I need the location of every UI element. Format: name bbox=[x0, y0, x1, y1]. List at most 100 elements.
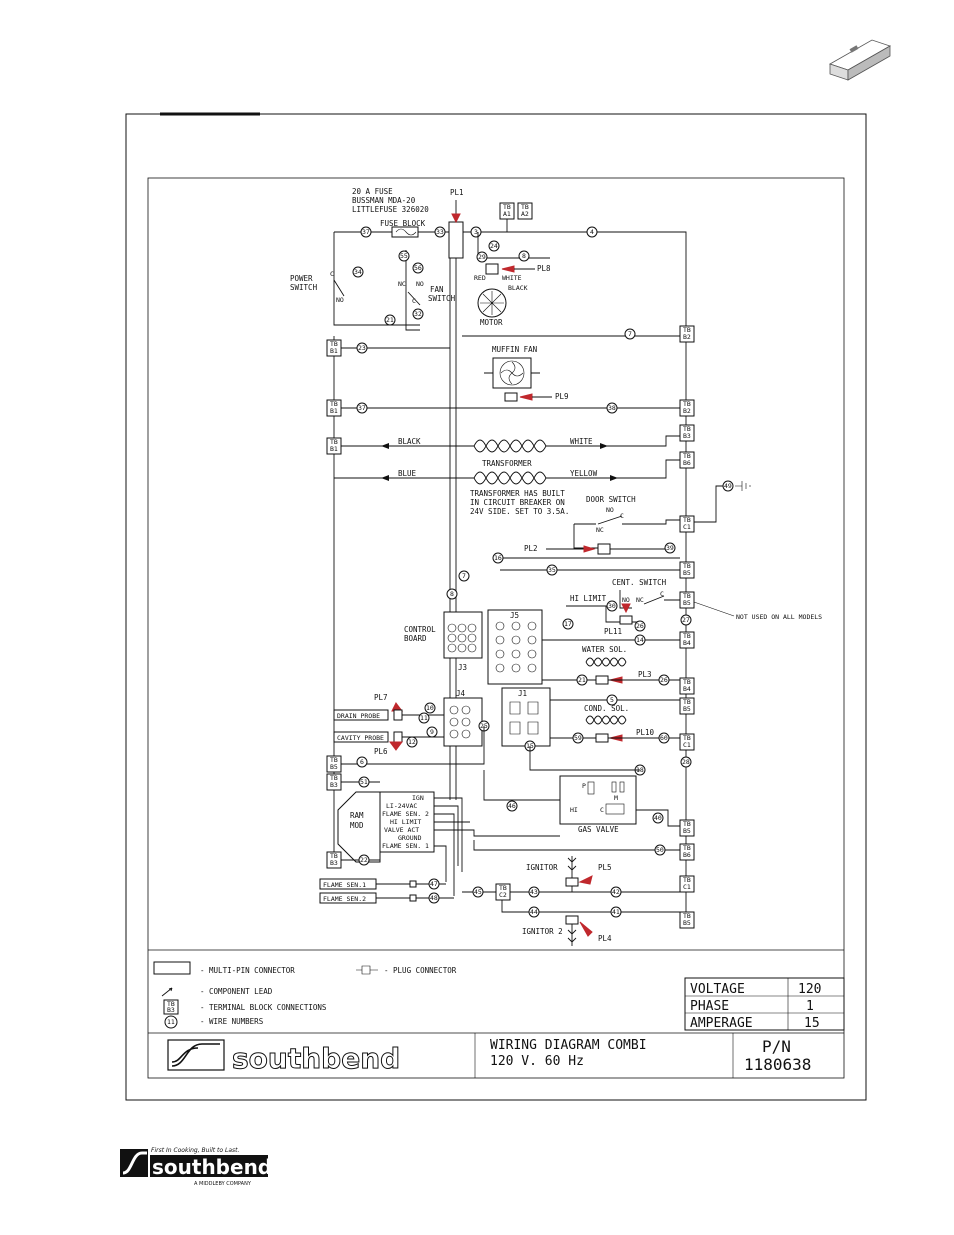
wire-number-21b: 21 bbox=[576, 674, 588, 686]
svg-text:TB: TB bbox=[683, 452, 691, 460]
svg-text:DRAIN PROBE: DRAIN PROBE bbox=[337, 712, 380, 720]
wire-number-59: 59 bbox=[572, 732, 584, 744]
wire-number-53: 22 bbox=[358, 854, 370, 866]
svg-text:32: 32 bbox=[414, 310, 422, 318]
title-brand: southbend bbox=[232, 1042, 400, 1075]
drawing-frame bbox=[147, 177, 845, 1079]
wire-color-white: WHITE bbox=[502, 274, 522, 282]
terminal-c1-b: TB C1 bbox=[679, 733, 695, 751]
wire-number-56: 56 bbox=[412, 262, 424, 274]
pl8-label: PL8 bbox=[537, 264, 551, 273]
terminal-b3-c: TB B3 bbox=[326, 851, 342, 869]
j5-label: J5 bbox=[510, 611, 519, 620]
terminal-b5-c: TB B5 bbox=[679, 697, 695, 715]
hi-limit-label: HI LIMIT bbox=[570, 594, 607, 603]
svg-text:TB: TB bbox=[330, 340, 338, 348]
svg-text:B3: B3 bbox=[330, 781, 338, 789]
wire-number-26: 26 bbox=[634, 620, 646, 632]
svg-text:B5: B5 bbox=[683, 827, 691, 835]
svg-text:TB: TB bbox=[683, 326, 691, 334]
legend: - MULTI-PIN CONNECTOR - PLUG CONNECTOR -… bbox=[153, 961, 457, 1029]
legend-wire-numbers: - WIRE NUMBERS bbox=[200, 1017, 264, 1026]
wire-number-42: 42 bbox=[610, 886, 622, 898]
svg-text:34: 34 bbox=[354, 268, 362, 276]
pl6-connector bbox=[393, 731, 403, 743]
door-switch-nc: NC bbox=[596, 526, 604, 534]
svg-text:B3: B3 bbox=[167, 1006, 175, 1014]
svg-text:TB: TB bbox=[683, 912, 691, 920]
wire-number-43: 43 bbox=[528, 886, 540, 898]
svg-text:B4: B4 bbox=[683, 685, 691, 693]
ignitor2-label: IGNITOR 2 bbox=[522, 927, 563, 936]
wire-number-32: 32 bbox=[412, 308, 424, 320]
wire-number-49: 49 bbox=[722, 480, 734, 492]
footer-tagline: First In Cooking, Built to Last. bbox=[151, 1147, 239, 1154]
svg-text:B5: B5 bbox=[330, 763, 338, 771]
pl7-label: PL7 bbox=[374, 693, 388, 702]
wire-number-9: 9 bbox=[426, 726, 438, 738]
ram-mod-label2: MOD bbox=[350, 821, 364, 830]
svg-text:37: 37 bbox=[362, 228, 370, 236]
svg-text:26: 26 bbox=[660, 676, 668, 684]
svg-text:TB: TB bbox=[683, 516, 691, 524]
wire-number-29: 29 bbox=[476, 251, 488, 263]
gas-valve-label: GAS VALVE bbox=[578, 825, 619, 834]
terminal-b2-b: TB B2 bbox=[679, 399, 695, 417]
southbend-logo: southbend bbox=[167, 1039, 401, 1076]
svg-text:B3: B3 bbox=[683, 432, 691, 440]
cent-switch-no: NO bbox=[622, 596, 630, 604]
wire-color-black: BLACK bbox=[508, 284, 528, 292]
svg-text:11: 11 bbox=[167, 1018, 175, 1026]
wire-number-5: 5 bbox=[606, 694, 618, 706]
svg-text:B3: B3 bbox=[330, 859, 338, 867]
svg-text:33: 33 bbox=[436, 228, 444, 236]
muffin-fan: MUFFIN FAN bbox=[484, 345, 540, 389]
legend-terminal-symbol: TB B3 bbox=[163, 999, 179, 1015]
wire-number-39: 39 bbox=[664, 542, 676, 554]
svg-text:HI LIMIT: HI LIMIT bbox=[390, 818, 421, 826]
pl7-connector bbox=[393, 709, 403, 721]
wire-number-10: 10 bbox=[424, 702, 436, 714]
svg-text:B5: B5 bbox=[683, 919, 691, 927]
svg-text:TB: TB bbox=[683, 592, 691, 600]
svg-text:9: 9 bbox=[430, 728, 434, 736]
pl11-connector bbox=[619, 615, 633, 625]
pl10-connector bbox=[595, 733, 609, 743]
pl3-connector bbox=[595, 675, 609, 685]
j1-label: J1 bbox=[518, 689, 527, 698]
wire-number-26b: 26 bbox=[658, 674, 670, 686]
svg-text:46: 46 bbox=[508, 802, 516, 810]
svg-text:B4: B4 bbox=[683, 639, 691, 647]
fan-switch-nc: NC bbox=[398, 280, 406, 288]
j3-label: J3 bbox=[458, 663, 467, 672]
svg-text:TB: TB bbox=[521, 203, 529, 211]
terminal-b5-f: TB B5 bbox=[679, 911, 695, 929]
svg-text:FLAME SEN.1: FLAME SEN.1 bbox=[323, 881, 366, 889]
svg-text:B2: B2 bbox=[683, 333, 691, 341]
legend-plug-symbol bbox=[356, 965, 378, 975]
svg-text:6: 6 bbox=[360, 758, 364, 766]
transformer: TRANSFORMER bbox=[473, 439, 547, 485]
footer-brand: southbend bbox=[152, 1155, 270, 1179]
cond-sol-label: COND. SOL. bbox=[584, 704, 629, 713]
wire-color-blue: BLUE bbox=[398, 469, 417, 478]
svg-text:16: 16 bbox=[494, 554, 502, 562]
connector-j3 bbox=[443, 611, 483, 659]
ram-mod-label1: RAM bbox=[350, 811, 364, 820]
phase-value: 1 bbox=[806, 999, 814, 1014]
flame-sen2-plug bbox=[409, 894, 417, 902]
wire-number-14: 14 bbox=[634, 634, 646, 646]
terminal-b4-a: TB B4 bbox=[679, 631, 695, 649]
svg-text:TB: TB bbox=[167, 1000, 175, 1008]
fuse-block-label: FUSE BLOCK bbox=[380, 219, 426, 228]
wire-color-yellow: YELLOW bbox=[570, 469, 598, 478]
power-switch-label2: SWITCH bbox=[290, 283, 318, 292]
svg-text:TB: TB bbox=[683, 400, 691, 408]
terminal-b3: TB B3 bbox=[679, 424, 695, 442]
svg-text:51: 51 bbox=[360, 778, 368, 786]
wire-number-7a: 7 bbox=[624, 328, 636, 340]
svg-text:B6: B6 bbox=[683, 459, 691, 467]
svg-text:B1: B1 bbox=[330, 407, 338, 415]
wire-number-11: 11 bbox=[418, 712, 430, 724]
wire-number-12: 12 bbox=[406, 736, 418, 748]
